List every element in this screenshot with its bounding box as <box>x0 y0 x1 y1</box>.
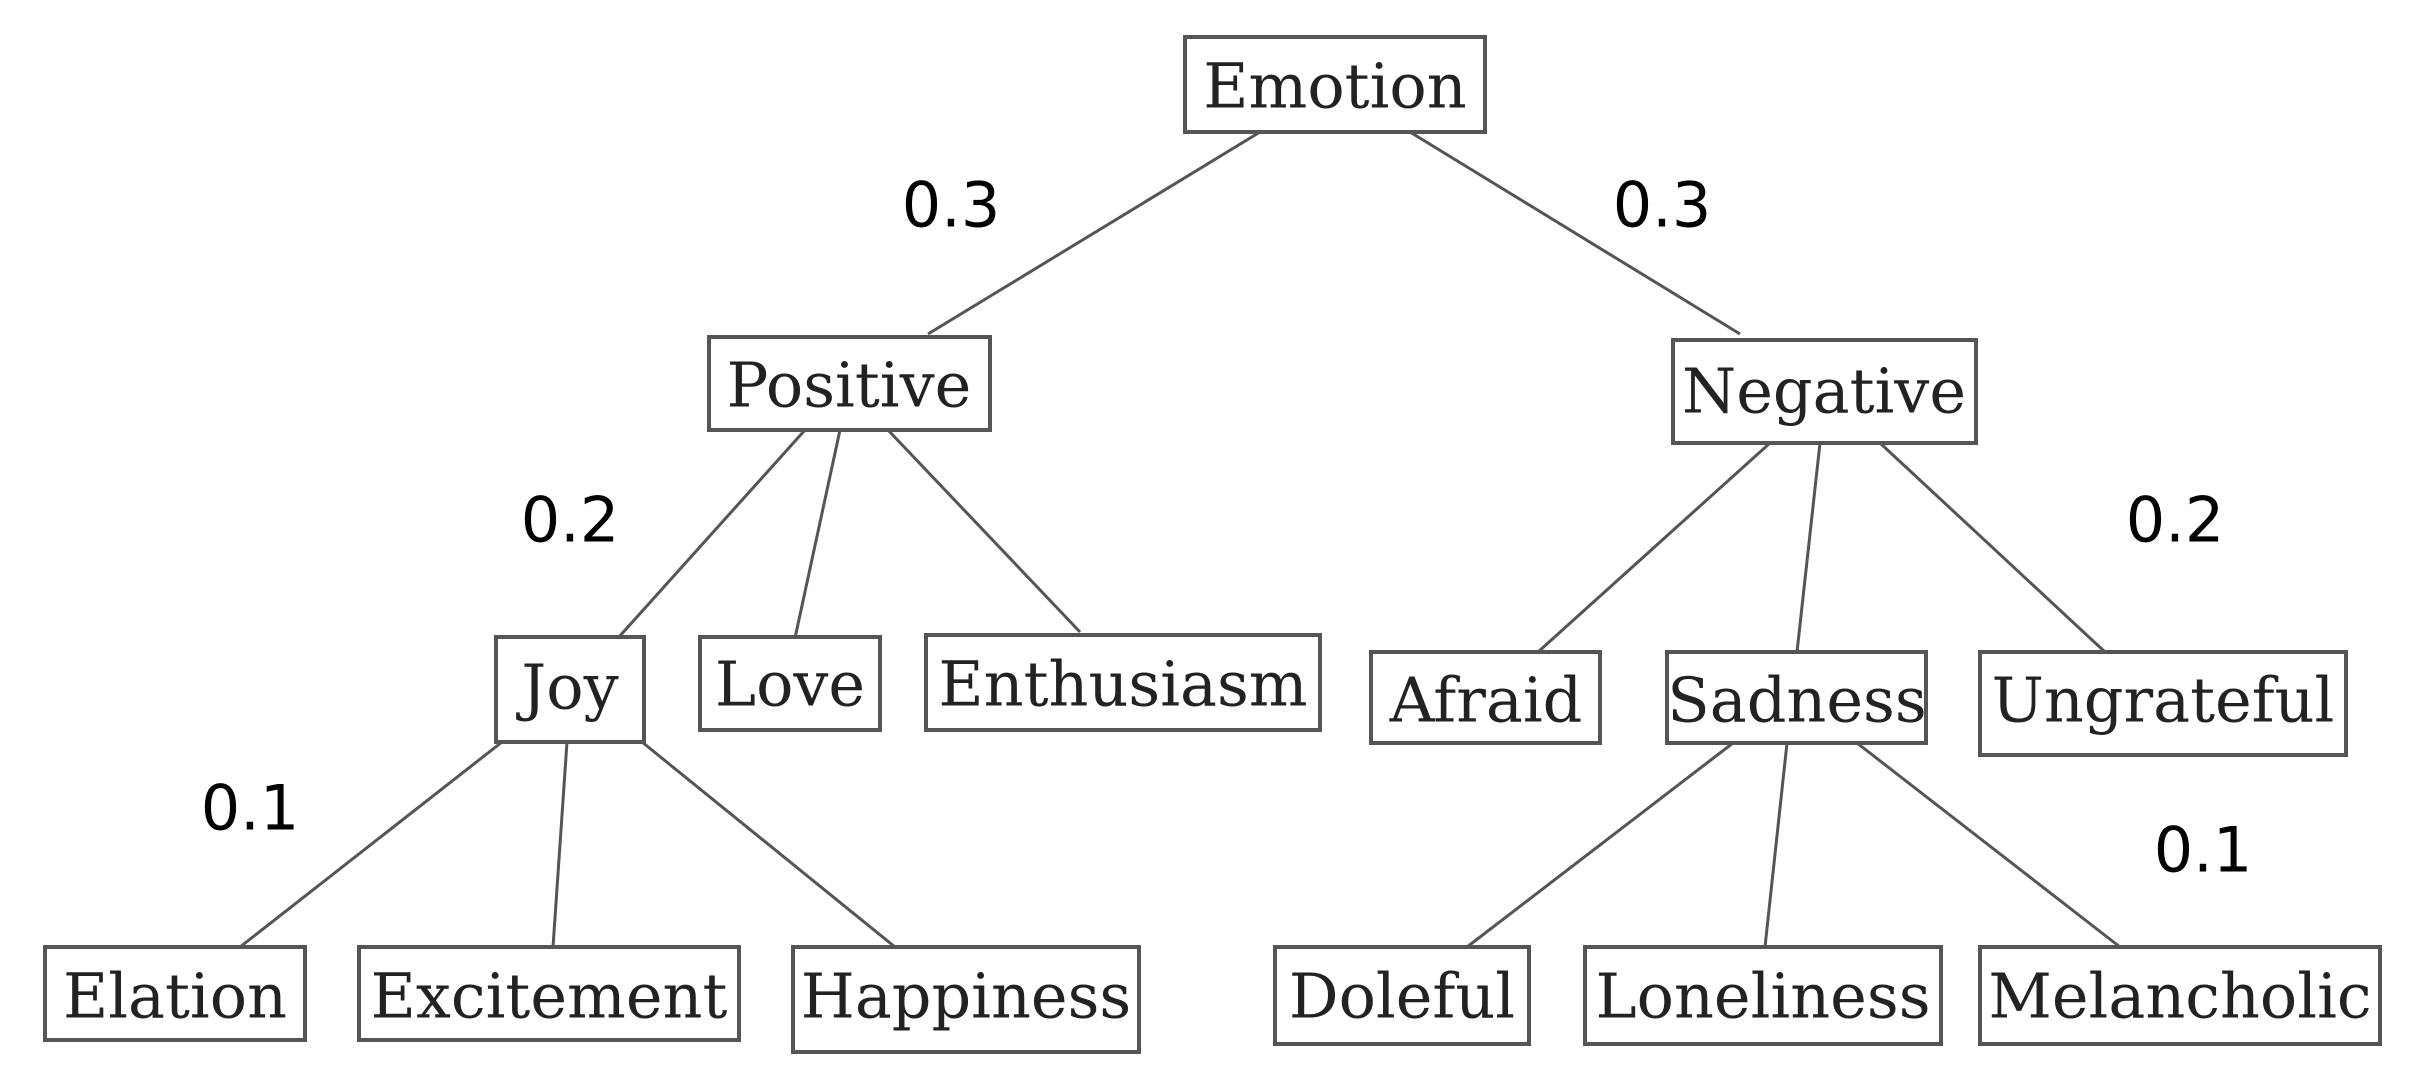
node-ungrateful: Ungrateful <box>1978 650 2348 757</box>
node-box <box>1369 650 1602 745</box>
edge-negative-afraid <box>1536 441 1772 654</box>
weight-emotion-negative: 0.3 <box>1613 169 1712 242</box>
tree-edges <box>239 130 2121 949</box>
edge-sadness-doleful <box>1466 741 1734 949</box>
node-label: Melancholic <box>1988 960 2371 1033</box>
edge-positive-love <box>793 429 842 639</box>
node-label: Happiness <box>801 960 1132 1033</box>
node-label: Excitement <box>371 960 728 1033</box>
node-box <box>924 633 1322 732</box>
node-loneliness: Loneliness <box>1583 945 1943 1046</box>
node-box <box>494 635 646 744</box>
weight-sadness-melancholic: 0.1 <box>2154 814 2253 887</box>
node-enthusiasm: Enthusiasm <box>924 633 1322 732</box>
node-doleful: Doleful <box>1273 945 1531 1046</box>
node-label: Positive <box>727 349 972 422</box>
edge-positive-joy <box>616 428 807 640</box>
node-label: Love <box>715 648 865 721</box>
weight-positive-joy: 0.2 <box>521 484 620 557</box>
node-box <box>1183 35 1487 134</box>
weight-negative-ungrateful: 0.2 <box>2126 484 2225 557</box>
edge-positive-enthusiasm <box>886 428 1082 634</box>
node-label: Doleful <box>1289 960 1515 1033</box>
edge-negative-ungrateful <box>1878 441 2107 654</box>
node-box <box>1665 650 1928 745</box>
edge-joy-happiness <box>641 740 896 949</box>
node-label: Loneliness <box>1595 960 1930 1033</box>
weight-joy-elation: 0.1 <box>201 772 300 845</box>
node-label: Sadness <box>1667 664 1926 737</box>
node-label: Ungrateful <box>1992 664 2335 737</box>
node-box <box>1671 338 1978 445</box>
node-box <box>791 945 1141 1054</box>
node-emotion: Emotion <box>1183 35 1487 134</box>
node-label: Afraid <box>1389 664 1583 737</box>
node-box <box>1978 945 2382 1046</box>
node-positive: Positive <box>707 335 992 432</box>
node-box <box>43 945 307 1042</box>
node-happiness: Happiness <box>791 945 1141 1054</box>
weight-emotion-positive: 0.3 <box>902 169 1001 242</box>
node-box <box>1583 945 1943 1046</box>
node-label: Joy <box>515 651 618 724</box>
node-excitement: Excitement <box>357 945 741 1042</box>
node-afraid: Afraid <box>1369 650 1602 745</box>
edge-negative-sadness <box>1795 442 1822 653</box>
node-box <box>707 335 992 432</box>
node-box <box>698 635 882 732</box>
node-box <box>1273 945 1531 1046</box>
node-love: Love <box>698 635 882 732</box>
node-negative: Negative <box>1671 338 1978 445</box>
edge-sadness-melancholic <box>1856 741 2121 949</box>
node-label: Elation <box>63 960 287 1033</box>
edge-joy-elation <box>239 740 503 949</box>
edge-emotion-negative <box>1409 130 1741 336</box>
edge-sadness-loneliness <box>1763 742 1789 948</box>
node-label: Negative <box>1682 355 1966 428</box>
node-elation: Elation <box>43 945 307 1042</box>
node-label: Enthusiasm <box>938 648 1307 721</box>
edge-joy-excitement <box>551 741 569 948</box>
edge-emotion-positive <box>927 130 1261 336</box>
node-box <box>1978 650 2348 757</box>
node-label: Emotion <box>1203 50 1466 123</box>
node-sadness: Sadness <box>1665 650 1928 745</box>
node-melancholic: Melancholic <box>1978 945 2382 1046</box>
node-joy: Joy <box>494 635 646 744</box>
node-box <box>357 945 741 1042</box>
